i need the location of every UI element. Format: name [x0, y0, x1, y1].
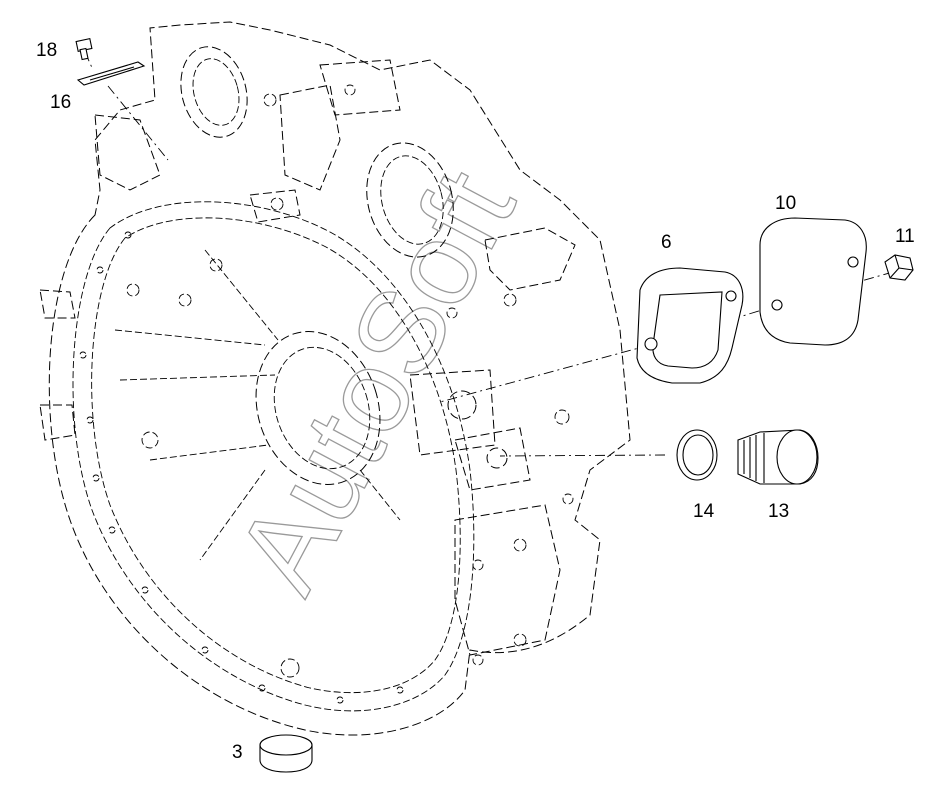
flywheel-housing: [39, 21, 631, 736]
housing-pad-6: [409, 369, 496, 456]
rim-hole: [108, 526, 116, 534]
bolt-hole: [562, 493, 574, 505]
gasket-hole-right: [725, 290, 737, 302]
leader-line-13: [499, 454, 666, 457]
housing-top-pad: [319, 59, 401, 116]
cover-hole-right: [847, 256, 859, 268]
bolt-hole: [178, 293, 192, 307]
label-part-3: 3: [232, 742, 243, 763]
label-part-18: 18: [36, 40, 57, 61]
bolt-hole: [280, 658, 300, 678]
housing-rib-3: [204, 249, 279, 341]
plug-face: [776, 429, 818, 485]
housing-rib-6: [359, 469, 401, 521]
part-14-oring: [676, 429, 718, 481]
plug-edge: [889, 254, 914, 279]
bolt-hole: [270, 197, 284, 211]
housing-sensor-port: [249, 189, 301, 223]
bolt-hole: [513, 538, 527, 552]
housing-inner-ring: [72, 201, 475, 712]
bolt-hole: [554, 409, 570, 425]
housing-left-ear-2: [39, 404, 76, 441]
part-10-cover: [759, 217, 867, 346]
label-part-14: 14: [693, 501, 715, 522]
rim-hole: [79, 351, 87, 359]
housing-rib-5: [199, 469, 266, 561]
crank-bore-outer: [255, 331, 381, 485]
bolt-hole: [209, 258, 223, 272]
bolt-hole: [472, 654, 484, 666]
port-13: [486, 447, 508, 469]
cover-outline: [759, 217, 867, 346]
bolt-hole: [513, 633, 527, 647]
bolt-shank: [79, 47, 89, 61]
rim-hole: [258, 684, 266, 692]
housing-left-lug: [94, 114, 161, 191]
housing-outer-flange: [48, 21, 631, 736]
housing-pad-13: [454, 427, 531, 491]
rim-hole: [396, 686, 404, 694]
label-part-6: 6: [661, 232, 672, 253]
part-16-gasket: [76, 61, 146, 86]
upper-bore-left-inner: [192, 58, 240, 126]
rim-hole: [96, 266, 104, 274]
housing-lower-bracket: [454, 504, 561, 656]
bolt-hole: [472, 559, 484, 571]
plug-threads: [743, 433, 765, 483]
label-part-11: 11: [895, 226, 915, 247]
housing-right-boss: [484, 227, 576, 291]
rim-hole: [141, 586, 149, 594]
gasket-window: [652, 291, 723, 369]
part-18-bolt: [75, 38, 93, 61]
housing-top-bracket: [279, 84, 341, 191]
housing-rib-1: [119, 374, 276, 381]
rim-hole: [86, 416, 94, 424]
part-labels: 18 16 6 10 11 14 13 3: [36, 40, 915, 763]
port-6: [447, 390, 477, 420]
cover-hole-left: [771, 299, 783, 311]
bolt-hole: [446, 307, 458, 319]
upper-bore-right: [366, 142, 454, 258]
cap-top: [259, 734, 313, 756]
part-13-threaded-plug: [737, 429, 819, 485]
gasket-outline: [636, 267, 744, 384]
leader-line-6: [439, 344, 651, 403]
rim-hole: [124, 231, 132, 239]
upper-bore-left: [180, 46, 248, 138]
housing-rib-4: [149, 444, 269, 461]
housing-left-ear-1: [39, 289, 76, 319]
bolt-hole: [344, 84, 356, 96]
rim-hole: [92, 474, 100, 482]
rim-hole: [336, 696, 344, 704]
crank-bore-inner: [273, 346, 371, 470]
gasket-slot: [89, 66, 135, 81]
label-part-13: 13: [768, 501, 789, 522]
upper-bore-right-inner: [380, 155, 444, 245]
bolt-hole: [263, 93, 277, 107]
gasket-hole-left: [644, 337, 658, 351]
bolt-hole: [503, 293, 517, 307]
label-part-16: 16: [50, 92, 71, 113]
bolt-hole: [126, 283, 140, 297]
housing-inner-ring-2: [91, 217, 461, 694]
part-3-cap: [259, 734, 313, 773]
rim-hole: [201, 646, 209, 654]
label-part-10: 10: [775, 193, 796, 214]
oring-inner: [682, 434, 714, 476]
leader-line-16: [107, 85, 169, 161]
oring-outer: [676, 429, 718, 481]
part-11-plug: [884, 254, 914, 281]
bolt-hole: [141, 431, 159, 449]
part-6-gasket: [636, 267, 744, 384]
housing-rib-2: [114, 329, 266, 346]
